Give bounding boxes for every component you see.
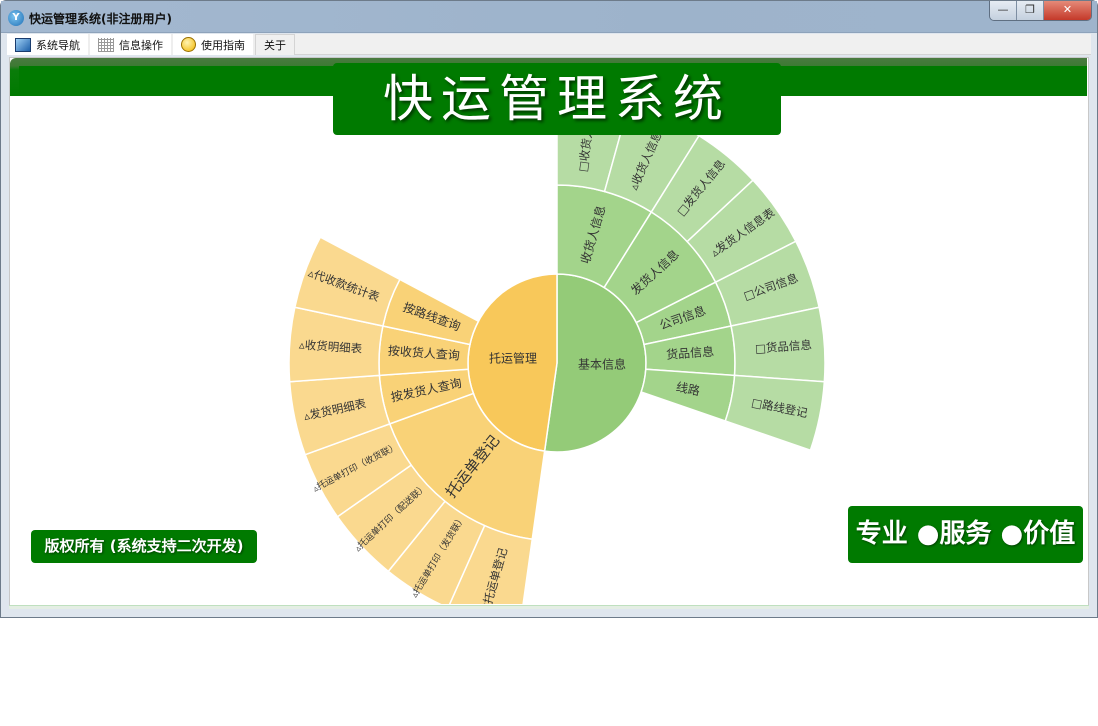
menu-system-nav[interactable]: 系统导航 [7,34,90,55]
segment-label: 货品信息 [666,344,715,362]
segment-label: 托运管理 [489,351,537,366]
menu-bar: 系统导航 信息操作 使用指南 关于 [7,34,1091,55]
title-bar[interactable]: Y 快运管理系统(非注册用户) — ❐ ✕ [1,1,1097,33]
menu-label: 关于 [264,39,286,52]
segment-label: □货品信息 [755,338,813,356]
segment-label: 线路 [675,379,702,398]
banner-title: 快运管理系统 [333,63,781,135]
grid-icon [98,37,114,52]
sunburst-leaf-segment[interactable] [724,374,826,452]
sunburst-leaf-segment[interactable] [293,236,401,327]
minimize-button[interactable]: — [990,1,1017,20]
menu-guide[interactable]: 使用指南 [173,34,255,55]
segment-label: 基本信息 [578,357,626,372]
monitor-icon [15,37,31,52]
help-icon [181,37,196,52]
menu-label: 系统导航 [36,38,80,52]
menu-label: 信息操作 [119,38,163,52]
segment-label: 按收货人查询 [387,343,460,363]
close-button[interactable]: ✕ [1044,1,1091,20]
copyright-badge: 版权所有 (系统支持二次开发) [31,530,257,563]
window-title: 快运管理系统(非注册用户) [29,12,172,26]
segment-label: ▵收货明细表 [299,337,364,355]
menu-info-ops[interactable]: 信息操作 [90,34,173,55]
menu-about[interactable]: 关于 [255,34,295,55]
status-strip [9,605,1089,609]
restore-button[interactable]: ❐ [1017,1,1044,20]
slogan-badge: 专业 ●服务 ●价值 [848,506,1083,563]
app-logo-icon: Y [8,10,24,26]
menu-label: 使用指南 [201,38,245,52]
